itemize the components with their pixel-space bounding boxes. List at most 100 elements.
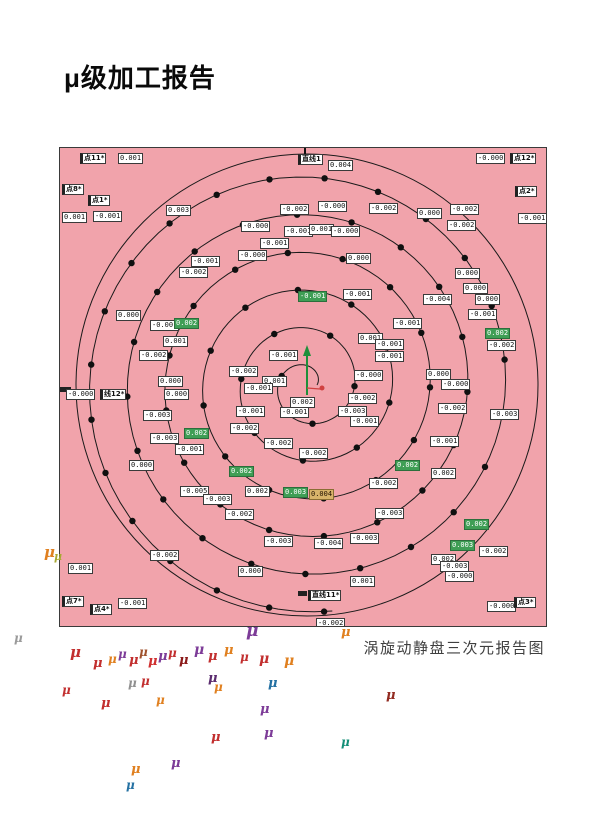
measurement-point-dot bbox=[102, 469, 109, 477]
measurement-point-dot bbox=[426, 384, 434, 391]
measurement-point-dot bbox=[327, 332, 334, 339]
measurement-value-label: 0.003 bbox=[283, 487, 309, 498]
measurement-value-label: -0.002 bbox=[369, 203, 399, 214]
measurement-point-dot bbox=[450, 509, 457, 516]
feature-name-label: 直线1 bbox=[298, 154, 323, 165]
measurement-value-label: 0.000 bbox=[463, 283, 489, 294]
measurement-value-label: -0.002 bbox=[229, 366, 259, 377]
measurement-value-label: 0.002 bbox=[395, 460, 421, 471]
feature-name-label: 直线11* bbox=[308, 590, 342, 601]
figure-caption: 涡旋动静盘三次元报告图 bbox=[363, 640, 545, 657]
measurement-value-label: 0.000 bbox=[129, 460, 155, 471]
measurement-value-label: 0.003 bbox=[450, 540, 476, 551]
measurement-point-dot bbox=[464, 388, 471, 395]
measurement-value-label: 0.001 bbox=[262, 376, 288, 387]
measurement-value-label: -0.001 bbox=[430, 436, 460, 447]
mu-watermark: μ bbox=[148, 654, 158, 669]
measurement-value-label: 0.000 bbox=[417, 208, 443, 219]
measurement-value-label: -0.003 bbox=[375, 508, 405, 519]
mu-watermark: μ bbox=[260, 702, 270, 717]
mu-watermark: μ bbox=[341, 625, 351, 640]
measurement-value-label: -0.002 bbox=[447, 220, 477, 231]
measurement-value-label: -0.004 bbox=[314, 538, 344, 549]
mu-watermark: μ bbox=[211, 730, 221, 745]
measurement-value-label: -0.002 bbox=[487, 340, 517, 351]
mu-watermark: μ bbox=[386, 688, 396, 703]
mu-watermark: μ bbox=[208, 671, 218, 686]
measurement-value-label: -0.000 bbox=[66, 389, 96, 400]
measurement-value-label: 0.004 bbox=[328, 160, 354, 171]
mu-watermark: μ bbox=[224, 643, 234, 658]
measurement-value-label: 0.001 bbox=[358, 333, 384, 344]
mu-watermark: μ bbox=[179, 653, 189, 668]
measurement-point-dot bbox=[320, 608, 328, 615]
measurement-value-label: -0.000 bbox=[241, 221, 271, 232]
measurement-value-label: -0.000 bbox=[476, 153, 506, 164]
mu-watermark: μ bbox=[214, 680, 223, 694]
feature-name-label: 点1* bbox=[88, 195, 110, 206]
mu-watermark: μ bbox=[284, 653, 295, 669]
mu-watermark: μ bbox=[240, 650, 249, 664]
measurement-point-dot bbox=[302, 570, 309, 578]
measurement-point-dot bbox=[271, 330, 278, 338]
mu-watermark: μ bbox=[259, 651, 270, 667]
measurement-value-label: 0.000 bbox=[158, 376, 184, 387]
measurement-value-label: 0.002 bbox=[485, 328, 511, 339]
measurement-value-label: 0.000 bbox=[116, 310, 142, 321]
measurement-value-label: -0.001 bbox=[175, 444, 205, 455]
mu-watermark: μ bbox=[171, 756, 181, 771]
measurement-value-label: -0.001 bbox=[269, 350, 299, 361]
measurement-value-label: -0.001 bbox=[191, 256, 221, 267]
feature-name-label: 点4* bbox=[90, 604, 112, 615]
measurement-point-dot bbox=[166, 220, 173, 227]
measurement-value-label: 0.000 bbox=[455, 268, 481, 279]
measurement-point-dot bbox=[374, 188, 382, 195]
measurement-value-label: -0.002 bbox=[316, 618, 346, 627]
mu-watermark: μ bbox=[156, 693, 165, 707]
measurement-point-dot bbox=[284, 249, 291, 257]
measurement-point-dot bbox=[410, 436, 418, 444]
measurement-point-dot bbox=[321, 175, 328, 182]
datum-tick-bottom bbox=[298, 591, 307, 596]
measurement-value-label: -0.002 bbox=[450, 204, 480, 215]
measurement-value-label: -0.000 bbox=[331, 226, 361, 237]
measurement-point-dot bbox=[199, 535, 206, 542]
mu-watermark: μ bbox=[208, 649, 218, 664]
measurement-point-dot bbox=[242, 304, 249, 311]
mu-watermark: μ bbox=[129, 653, 139, 668]
measurement-point-dot bbox=[200, 402, 207, 409]
measurement-point-dot bbox=[181, 459, 188, 466]
measurement-point-dot bbox=[128, 259, 135, 267]
measurement-point-dot bbox=[129, 517, 136, 525]
measurement-value-label: -0.003 bbox=[150, 433, 180, 444]
measurement-value-label: -0.000 bbox=[441, 379, 471, 390]
measurement-point-dot bbox=[419, 487, 426, 494]
mu-watermark: μ bbox=[126, 778, 135, 792]
measurement-point-dot bbox=[357, 565, 364, 572]
measurement-point-dot bbox=[397, 244, 404, 251]
measurement-point-dot bbox=[88, 361, 95, 368]
measurement-value-label: -0.002 bbox=[264, 438, 294, 449]
measurement-point-dot bbox=[266, 604, 273, 611]
measurement-point-dot bbox=[232, 266, 239, 273]
measurement-point-dot bbox=[130, 338, 138, 346]
mu-watermark: μ bbox=[70, 643, 81, 661]
measurement-value-label: 0.002 bbox=[431, 468, 457, 479]
feature-name-label: 点7* bbox=[62, 596, 84, 607]
mu-watermark: μ bbox=[141, 674, 150, 688]
measurement-point-dot bbox=[248, 560, 255, 567]
measurement-value-label: -0.001 bbox=[375, 351, 405, 362]
measurement-value-label: 0.002 bbox=[464, 519, 490, 530]
measurement-value-label: -0.004 bbox=[423, 294, 453, 305]
measurement-value-label: -0.002 bbox=[479, 546, 509, 557]
measurement-value-label: -0.001 bbox=[93, 211, 123, 222]
mu-watermark: μ bbox=[158, 649, 168, 664]
measurement-point-dot bbox=[191, 248, 198, 255]
mu-watermark: μ bbox=[14, 631, 23, 645]
mu-watermark: μ bbox=[246, 621, 259, 641]
measurement-value-label: -0.002 bbox=[369, 478, 399, 489]
measurement-point-dot bbox=[213, 587, 221, 594]
measurement-point-dot bbox=[101, 308, 108, 315]
measurement-point-dot bbox=[481, 463, 489, 471]
